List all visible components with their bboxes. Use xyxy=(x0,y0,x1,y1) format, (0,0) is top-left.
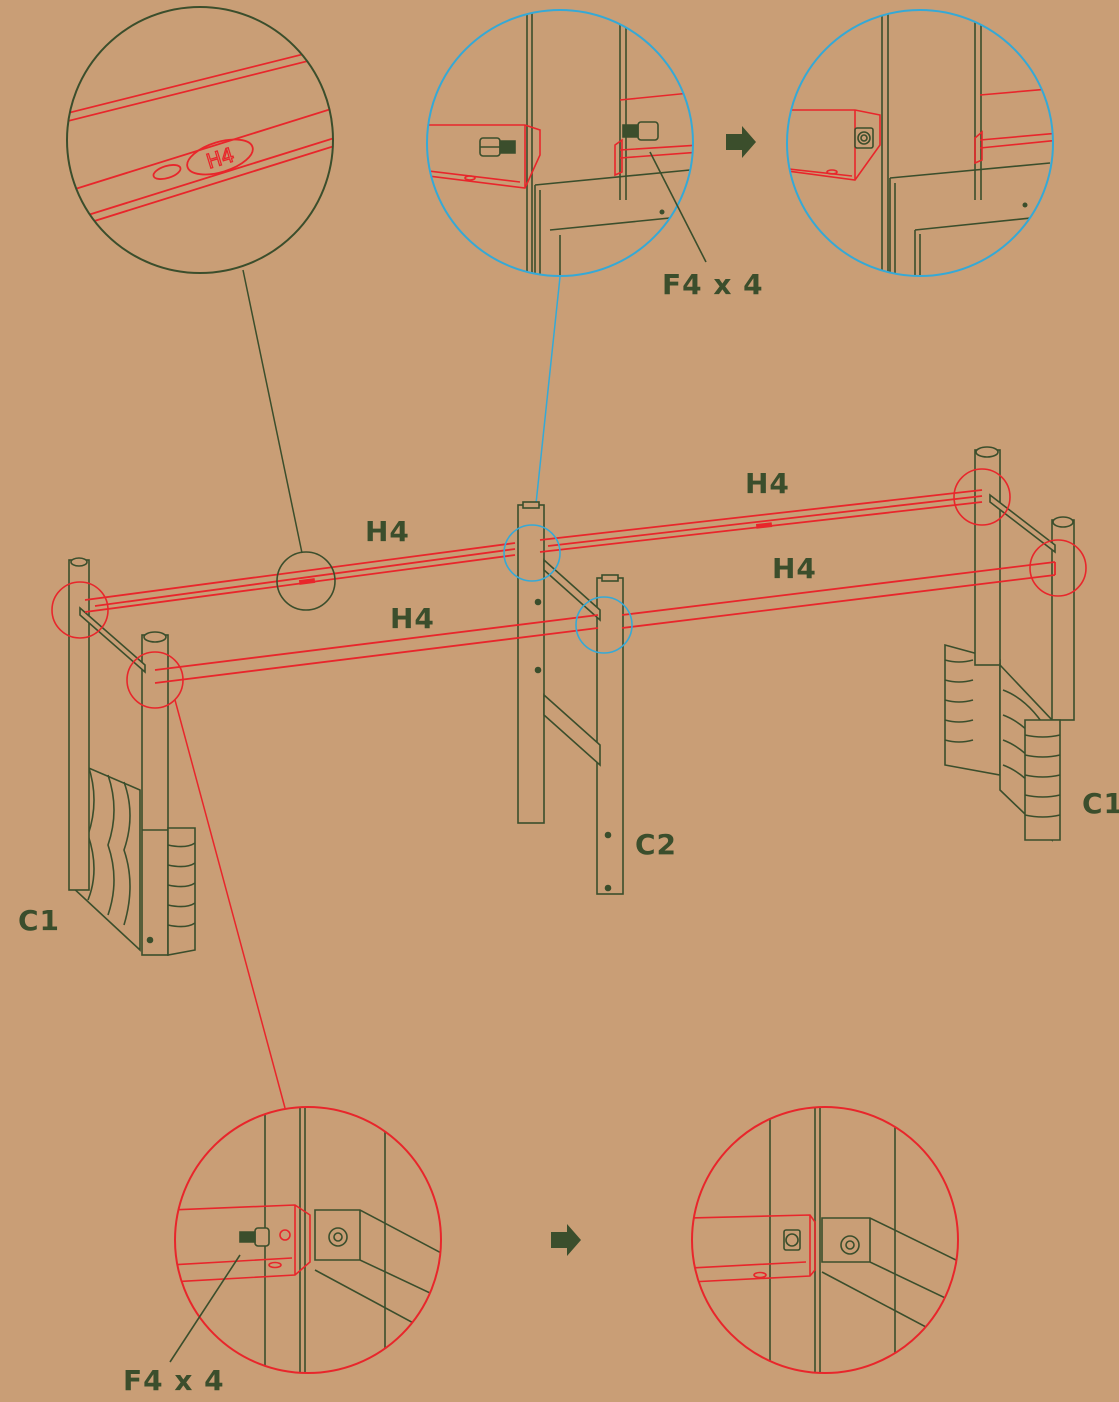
h4-beam-front-right xyxy=(621,561,1056,629)
detail-corner-joint-before xyxy=(169,1106,442,1374)
label-fastener-top: F4 x 4 xyxy=(662,268,764,301)
h4-beam-front-left xyxy=(154,614,599,684)
fastener-leader-top xyxy=(649,151,707,263)
c1-left-frame xyxy=(68,557,196,956)
label-c1-left: C1 xyxy=(18,904,61,937)
detail-middle-joint-after xyxy=(786,9,1054,277)
joint-circle-red xyxy=(1029,539,1087,597)
label-h4-front-right: H4 xyxy=(772,552,817,585)
stamp-detail-marker xyxy=(276,551,336,611)
joint-circle-red xyxy=(953,468,1011,526)
label-c1-right: C1 xyxy=(1082,787,1119,820)
joint-circle-red xyxy=(51,581,109,639)
joint-circle-blue xyxy=(575,596,633,654)
h4-beam-top-left xyxy=(84,542,516,613)
c1-right-frame xyxy=(944,446,1075,842)
joint-circle-blue xyxy=(503,524,561,582)
right-arrow-icon xyxy=(551,1224,581,1256)
c2-middle-frame xyxy=(517,501,624,895)
leader-lines xyxy=(174,269,561,1109)
h4-beams xyxy=(84,489,1056,684)
detail-corner-joint-after xyxy=(691,1106,959,1374)
joint-circle-red xyxy=(126,651,184,709)
detail-h4-stamp: H4 xyxy=(66,6,334,274)
label-c2: C2 xyxy=(635,828,678,861)
joint-markers xyxy=(51,468,1087,709)
detail-middle-joint-before xyxy=(426,9,694,277)
h4-beam-top-right xyxy=(539,489,983,553)
right-arrow-icon xyxy=(726,126,756,158)
label-h4-top-right: H4 xyxy=(745,467,790,500)
label-fastener-bottom: F4 x 4 xyxy=(123,1364,225,1397)
label-h4-front-left: H4 xyxy=(390,602,435,635)
label-h4-top-left: H4 xyxy=(365,515,410,548)
